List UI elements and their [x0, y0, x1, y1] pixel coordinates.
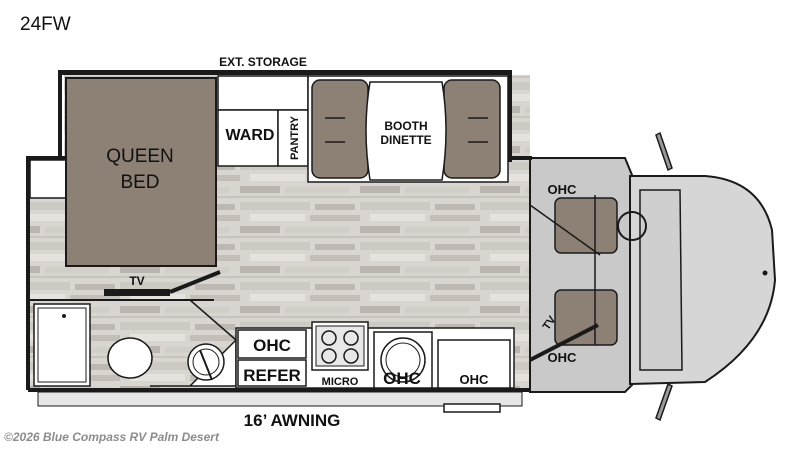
- refer-ohc-box: [237, 329, 307, 359]
- shower: [33, 303, 91, 387]
- awning-label: 16’ AWNING: [244, 411, 341, 430]
- top-left-step: [26, 156, 66, 160]
- bed-label-line2: BED: [120, 172, 159, 193]
- refer-box: [237, 359, 307, 387]
- bottom-wall: [28, 388, 530, 392]
- headlight-dot: [762, 270, 768, 276]
- ward-label: WARD: [226, 127, 275, 144]
- awning-bar: [37, 391, 523, 407]
- counter-ohc-box: [437, 339, 511, 389]
- model-name: 24FW: [20, 14, 71, 35]
- windshield: [639, 189, 683, 371]
- mirror-top: [655, 131, 673, 172]
- bed-label-line1: QUEEN: [106, 146, 174, 167]
- rear-wall: [26, 158, 30, 390]
- pantry: [277, 109, 309, 167]
- dinette-table: [365, 81, 447, 181]
- wardrobe: [217, 109, 279, 167]
- copyright-text: ©2026 Blue Compass RV Palm Desert: [4, 430, 219, 444]
- dinette-bench-right: [443, 79, 501, 179]
- entry-step: [443, 403, 501, 413]
- queen-bed: [65, 77, 217, 267]
- cab-floor: [529, 157, 633, 393]
- ext-storage-box: [217, 75, 309, 111]
- bedroom-tv-label: TV: [129, 274, 144, 288]
- ohc-counter-label: OHC: [460, 372, 490, 387]
- left-small-box: [29, 159, 67, 199]
- top-wall: [58, 70, 510, 75]
- steering-wheel: [617, 211, 647, 241]
- cab-seat-bottom: [554, 289, 618, 346]
- bedroom-tv: [104, 289, 170, 296]
- ohc-sink-label: OHC: [383, 369, 421, 388]
- toilet: [107, 337, 153, 379]
- bedroom-door: [169, 270, 221, 294]
- mirror-bottom: [655, 382, 673, 422]
- top-left-wall: [58, 70, 62, 160]
- ext-storage-label: EXT. STORAGE: [219, 55, 307, 69]
- slide-step: [508, 156, 532, 160]
- booth-label-line2: DINETTE: [380, 133, 431, 147]
- cab-seat-top: [554, 197, 618, 254]
- ohc-kitchen-label: OHC: [253, 336, 291, 355]
- right-top-wall: [508, 70, 512, 162]
- ohc-cab-top-label: OHC: [548, 182, 578, 197]
- pantry-label: PANTRY: [289, 115, 301, 160]
- refer-label: REFER: [243, 366, 301, 385]
- dinette-bench-left: [311, 79, 369, 179]
- ohc-cab-bottom-label: OHC: [548, 350, 578, 365]
- booth-label-line1: BOOTH: [384, 119, 427, 133]
- micro-label: MICRO: [322, 376, 359, 388]
